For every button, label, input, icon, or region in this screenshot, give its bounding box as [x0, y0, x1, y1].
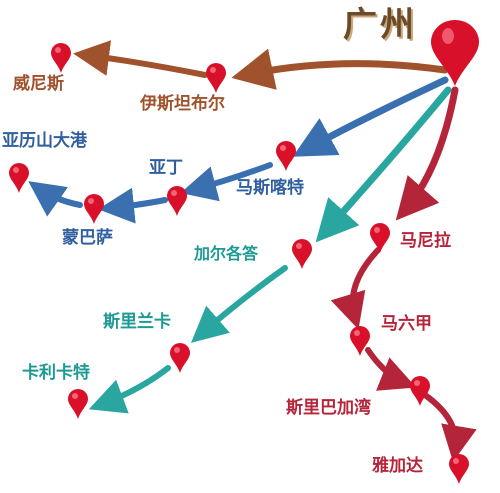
route-guangzhou-kolkata: [315, 86, 452, 243]
place-label-muscat: 马斯喀特: [236, 178, 304, 198]
place-label-mombasa: 蒙巴萨: [62, 228, 113, 248]
map-pin-icon[interactable]: [408, 375, 432, 407]
place-label-jakarta: 雅加达: [372, 456, 423, 476]
place-label-malacca: 马六甲: [381, 314, 432, 334]
map-pin-icon[interactable]: [428, 18, 482, 88]
route-muscat-aden: [180, 162, 273, 202]
map-pin-icon[interactable]: [49, 42, 73, 74]
map-pin-icon[interactable]: [348, 325, 372, 357]
route-istanbul-venice: [73, 40, 208, 78]
map-pin-icon[interactable]: [274, 140, 298, 172]
route-guangzhou-istanbul: [231, 48, 449, 90]
place-label-srilanka: 斯里兰卡: [103, 312, 171, 332]
place-label-kolkata: 加尔各答: [194, 244, 259, 263]
route-kolkata-srilanka: [190, 265, 288, 343]
route-guangzhou-manila: [395, 86, 459, 221]
route-mombasa-alexandria: [28, 181, 83, 217]
origin-title: 广州: [343, 5, 417, 45]
place-label-venice: 威尼斯: [13, 74, 64, 94]
route-srilanka-calicut: [88, 365, 171, 414]
place-label-istanbul: 伊斯坦布尔: [140, 94, 225, 114]
map-pin-icon[interactable]: [168, 342, 192, 374]
map-pin-icon[interactable]: [7, 162, 31, 194]
route-guangzhou-muscat: [292, 76, 449, 157]
route-manila-malacca: [330, 247, 381, 330]
map-pin-icon[interactable]: [368, 222, 392, 254]
place-label-aden: 亚丁: [149, 158, 183, 178]
place-label-alexandria: 亚历山大港: [2, 131, 87, 151]
place-label-calicut: 卡利卡特: [22, 363, 90, 383]
map-pin-icon[interactable]: [66, 388, 90, 420]
route-malacca-sribhagawan: [365, 347, 417, 391]
route-sribhagawan-jakarta: [422, 392, 477, 462]
map-pin-icon[interactable]: [82, 193, 106, 225]
map-pin-icon[interactable]: [204, 62, 228, 94]
map-pin-icon[interactable]: [165, 185, 189, 217]
place-label-sribhagawan: 斯里巴加湾: [286, 398, 371, 418]
place-label-manila: 马尼拉: [400, 231, 451, 251]
map-pin-icon[interactable]: [290, 238, 314, 270]
map-pin-icon[interactable]: [447, 453, 471, 485]
route-aden-mombasa: [98, 187, 168, 224]
